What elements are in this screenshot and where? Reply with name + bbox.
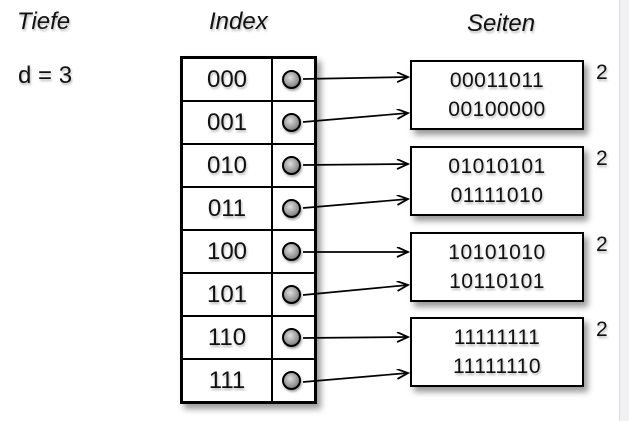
index-row-110: 110 (183, 317, 314, 360)
local-depth-badge: 2 (596, 318, 608, 341)
index-bits: 110 (183, 317, 273, 358)
index-bits: 100 (183, 231, 273, 272)
index-row-000: 000 (183, 59, 314, 102)
page-record: 00011011 (449, 69, 545, 92)
index-to-page-arrow (302, 373, 408, 383)
page-record: 01010101 (448, 155, 546, 178)
page-box-1: 01010101 01111010 (410, 146, 584, 216)
pointer-dot-icon (282, 371, 301, 390)
index-bits: 001 (183, 102, 273, 143)
index-row-010: 010 (183, 145, 314, 188)
pointer-dot-icon (282, 156, 301, 175)
pointer-dot-icon (282, 285, 301, 304)
pointer-cell (273, 188, 314, 229)
pointer-dot-icon (282, 199, 301, 218)
page-box-3: 11111111 11111110 (410, 317, 584, 387)
pointer-cell (273, 360, 314, 401)
page-record: 11111110 (452, 355, 542, 378)
index-to-page-arrow (302, 199, 408, 209)
global-depth-value: d = 3 (18, 62, 73, 89)
index-table: 000 001 010 011 100 101 110 111 (180, 56, 317, 404)
page-box-2: 10101010 10110101 (410, 232, 584, 302)
local-depth-badge: 2 (596, 147, 608, 170)
page-record: 00100000 (448, 98, 546, 121)
index-row-100: 100 (183, 231, 314, 274)
pointer-dot-icon (282, 328, 301, 347)
index-row-011: 011 (183, 188, 314, 231)
index-to-page-arrow (302, 164, 408, 165)
pointer-dot-icon (282, 70, 301, 89)
pointer-cell (273, 317, 314, 358)
index-bits: 010 (183, 145, 273, 186)
pointer-cell (273, 231, 314, 272)
pointer-dot-icon (282, 113, 301, 132)
index-to-page-arrow (302, 113, 408, 123)
window-edge-strip (619, 0, 629, 421)
index-bits: 101 (183, 274, 273, 315)
index-bits: 111 (183, 360, 273, 401)
local-depth-badge: 2 (596, 233, 608, 256)
pointer-cell (273, 102, 314, 143)
column-header-depth: Tiefe (17, 8, 71, 35)
index-row-111: 111 (183, 360, 314, 401)
page-record: 01111010 (450, 184, 544, 207)
page-box-0: 00011011 00100000 (410, 60, 584, 130)
index-to-page-arrow (302, 337, 408, 338)
index-row-001: 001 (183, 102, 314, 145)
page-record: 10101010 (448, 241, 546, 264)
local-depth-badge: 2 (596, 61, 608, 84)
pointer-cell (273, 274, 314, 315)
column-header-index: Index (209, 8, 268, 35)
page-record: 11111111 (453, 326, 541, 349)
index-to-page-arrow (302, 77, 408, 79)
page-record: 10110101 (449, 270, 545, 293)
index-to-page-arrow (302, 285, 408, 296)
column-header-pages: Seiten (467, 10, 536, 37)
pointer-cell (273, 145, 314, 186)
pointer-cell (273, 59, 314, 100)
index-bits: 011 (183, 188, 273, 229)
pointer-dot-icon (282, 242, 301, 261)
index-bits: 000 (183, 59, 273, 100)
index-row-101: 101 (183, 274, 314, 317)
